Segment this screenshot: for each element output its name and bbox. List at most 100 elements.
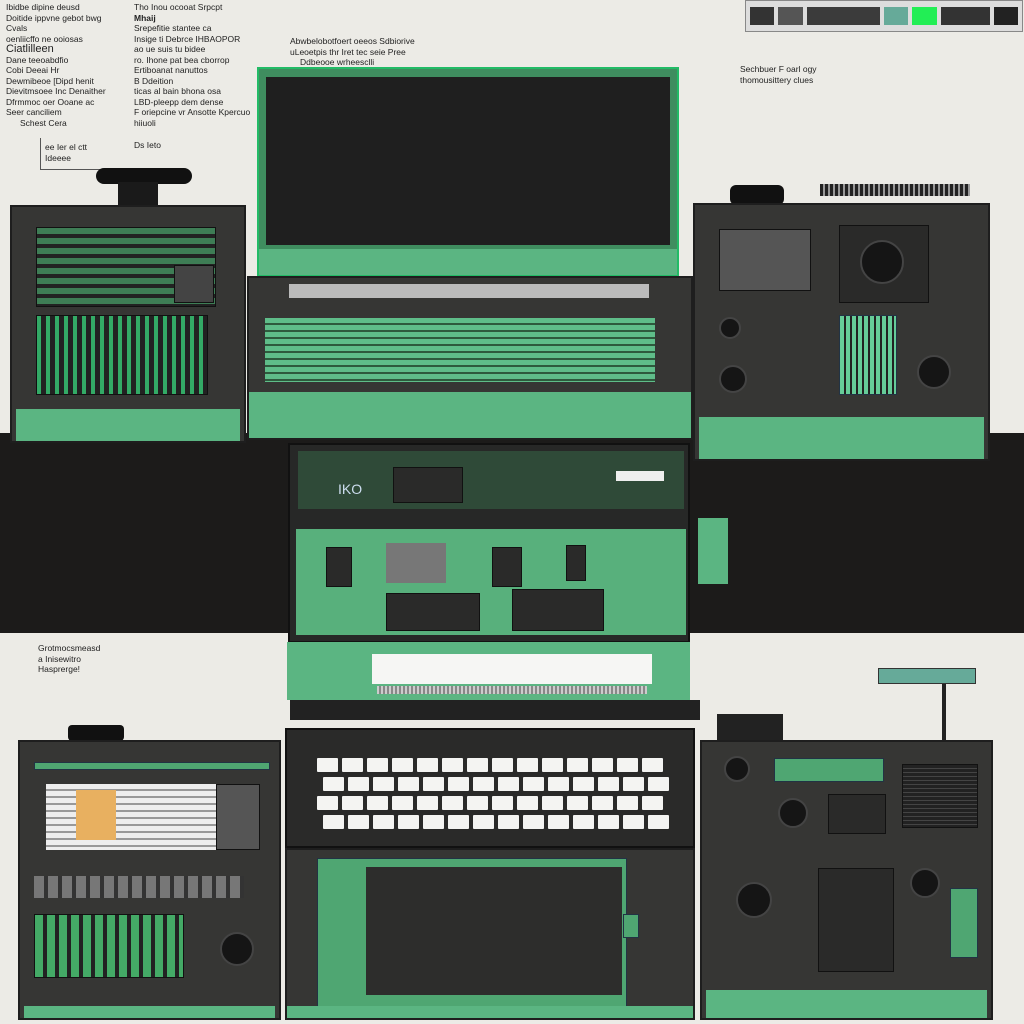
keyboard-key[interactable] [467,796,488,810]
annotation-line: Tho Inou ocooat Srpcpt [134,2,223,12]
bottom-right-base [706,990,987,1018]
keyboard-key[interactable] [417,796,438,810]
keyboard-key[interactable] [548,815,569,829]
keyboard-key[interactable] [323,777,344,791]
annotation-line: B Ddeition [134,75,174,86]
keyboard-key[interactable] [398,777,419,791]
keyboard-key[interactable] [498,815,519,829]
keyboard-key[interactable] [448,815,469,829]
keyboard-key[interactable] [592,758,613,772]
keyboard-key[interactable] [473,815,494,829]
annotation-line: Dfrmmoc oer Ooane ac [6,96,95,107]
knob[interactable] [724,756,750,782]
keyboard-key[interactable] [373,777,394,791]
keyboard-key[interactable] [623,815,644,829]
right-cable-strip [820,184,970,196]
bottom-screen-unit [285,848,695,1020]
annotation-block-col2: Tho Inou ocooat Srpcpt Mhaij Srepefitie … [134,2,250,128]
keyboard-key[interactable] [517,796,538,810]
strip-module [806,7,881,25]
right-display [719,229,811,291]
keyboard-key[interactable] [573,815,594,829]
keyboard-key[interactable] [473,777,494,791]
left-control-unit [10,205,246,443]
keyboard-key[interactable] [423,777,444,791]
right-connector [730,185,784,205]
keyboard-key[interactable] [448,777,469,791]
speaker-icon [860,240,904,284]
keyboard[interactable] [317,758,669,834]
keyboard-key[interactable] [623,777,644,791]
keyboard-key[interactable] [598,777,619,791]
annotation-line: Grotmocsmeasd [38,643,101,653]
paper-tray[interactable] [372,654,652,684]
keyboard-key[interactable] [373,815,394,829]
annotation-line: oenliicffo ne ooiosas [6,33,83,44]
keyboard-key[interactable] [398,815,419,829]
keyboard-key[interactable] [323,815,344,829]
annotation-line: ro. Ihone pat bea cborrop [134,54,230,65]
keyboard-key[interactable] [573,777,594,791]
keyboard-key[interactable] [648,815,669,829]
annotation-line: a Inisewitro [38,653,81,664]
knob[interactable] [220,932,254,966]
speaker-grille [902,764,978,828]
keyboard-key[interactable] [517,758,538,772]
antenna-label-plate [878,668,976,684]
annotation-line: LBD-pleepp dem dense [134,96,224,107]
drive-slot[interactable] [289,284,649,298]
keyboard-key[interactable] [367,758,388,772]
monitor [257,67,679,277]
knob[interactable] [917,355,951,389]
keyboard-key[interactable] [348,777,369,791]
keyboard-key[interactable] [542,758,563,772]
side-meter [950,888,978,958]
keyboard-key[interactable] [648,777,669,791]
keyboard-key[interactable] [342,796,363,810]
button-row[interactable] [34,876,244,898]
keyboard-key[interactable] [348,815,369,829]
keyboard-key[interactable] [567,796,588,810]
knob[interactable] [736,882,772,918]
right-speaker-panel [839,225,929,303]
keyboard-key[interactable] [542,796,563,810]
annotation-line: Ibidbe dipine deusd [6,2,80,12]
knob[interactable] [778,798,808,828]
keyboard-key[interactable] [392,796,413,810]
keyboard-key[interactable] [367,796,388,810]
knob[interactable] [719,365,747,393]
keyboard-key[interactable] [417,758,438,772]
right-unit-base [699,417,984,459]
keyboard-key[interactable] [548,777,569,791]
keyboard-key[interactable] [592,796,613,810]
keyboard-key[interactable] [523,777,544,791]
knob[interactable] [719,317,741,339]
keyboard-key[interactable] [642,758,663,772]
annotation-line: Dievitmsoee Inc Denaither [6,86,106,96]
strip-module [912,7,937,25]
keyboard-key[interactable] [317,796,338,810]
keyboard-key[interactable] [523,815,544,829]
keyboard-key[interactable] [392,758,413,772]
keyboard-key[interactable] [617,758,638,772]
keyboard-key[interactable] [642,796,663,810]
annotation-line: Sechbuer F oarl ogy [740,64,817,74]
keyboard-key[interactable] [442,758,463,772]
knob[interactable] [910,868,940,898]
right-control-unit [693,203,990,461]
keyboard-key[interactable] [442,796,463,810]
keyboard-key[interactable] [467,758,488,772]
keyboard-key[interactable] [498,777,519,791]
keyboard-key[interactable] [342,758,363,772]
top-module [717,714,783,742]
strip-module [778,7,803,25]
keyboard-key[interactable] [617,796,638,810]
keyboard-key[interactable] [317,758,338,772]
device-connector [68,725,124,741]
keyboard-key[interactable] [423,815,444,829]
keyboard-key[interactable] [492,796,513,810]
keyboard-key[interactable] [567,758,588,772]
keyboard-key[interactable] [598,815,619,829]
annotation-line: Ideeee [45,152,71,163]
keyboard-key[interactable] [492,758,513,772]
